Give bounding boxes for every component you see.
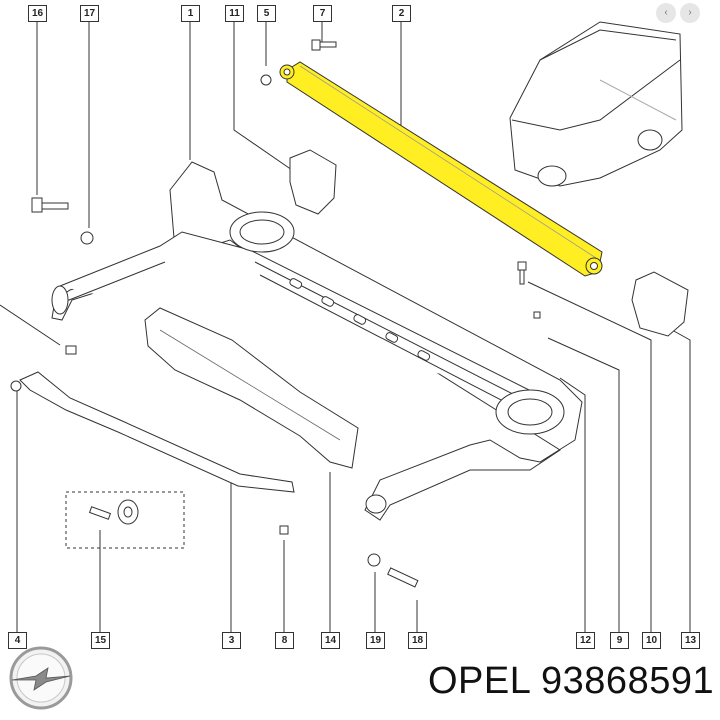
callout-19: 19: [366, 632, 385, 649]
leader-9: [547, 337, 620, 633]
callout-15: 15: [91, 632, 110, 649]
leader-10: [527, 281, 652, 633]
fasteners: [10, 39, 541, 588]
callout-16: 16: [28, 5, 47, 22]
callout-13: 13: [681, 632, 700, 649]
chevron-right-icon[interactable]: ›: [680, 3, 700, 23]
wishbone-part-3: [19, 371, 295, 493]
image-nav: ‹›: [656, 2, 704, 23]
callout-10: 10: [642, 632, 661, 649]
panhard-rod-part-2: [279, 61, 603, 277]
callout-18: 18: [408, 632, 427, 649]
callout-11: 11: [225, 5, 244, 22]
callout-8: 8: [275, 632, 294, 649]
bracket-part-11: [289, 149, 337, 215]
part-number-caption: OPEL 93868591: [428, 660, 715, 702]
van-illustration: [509, 21, 683, 187]
leader-11: [233, 22, 293, 171]
callout-1: 1: [181, 5, 200, 22]
opel-logo-icon: [9, 646, 73, 710]
callout-4: 4: [8, 632, 27, 649]
callout-14: 14: [321, 632, 340, 649]
leader-wishbone: [0, 304, 61, 346]
callout-9: 9: [610, 632, 629, 649]
callout-2: 2: [392, 5, 411, 22]
callout-17: 17: [80, 5, 99, 22]
callout-7: 7: [313, 5, 332, 22]
callout-3: 3: [222, 632, 241, 649]
axle-beam-part-1: [51, 161, 583, 521]
bracket-part-13: [631, 271, 689, 337]
shield-part-14: [144, 307, 359, 469]
leader-13: [671, 329, 691, 633]
chevron-left-icon[interactable]: ‹: [656, 3, 676, 23]
leader-12: [559, 377, 586, 633]
callout-5: 5: [257, 5, 276, 22]
callout-12: 12: [576, 632, 595, 649]
